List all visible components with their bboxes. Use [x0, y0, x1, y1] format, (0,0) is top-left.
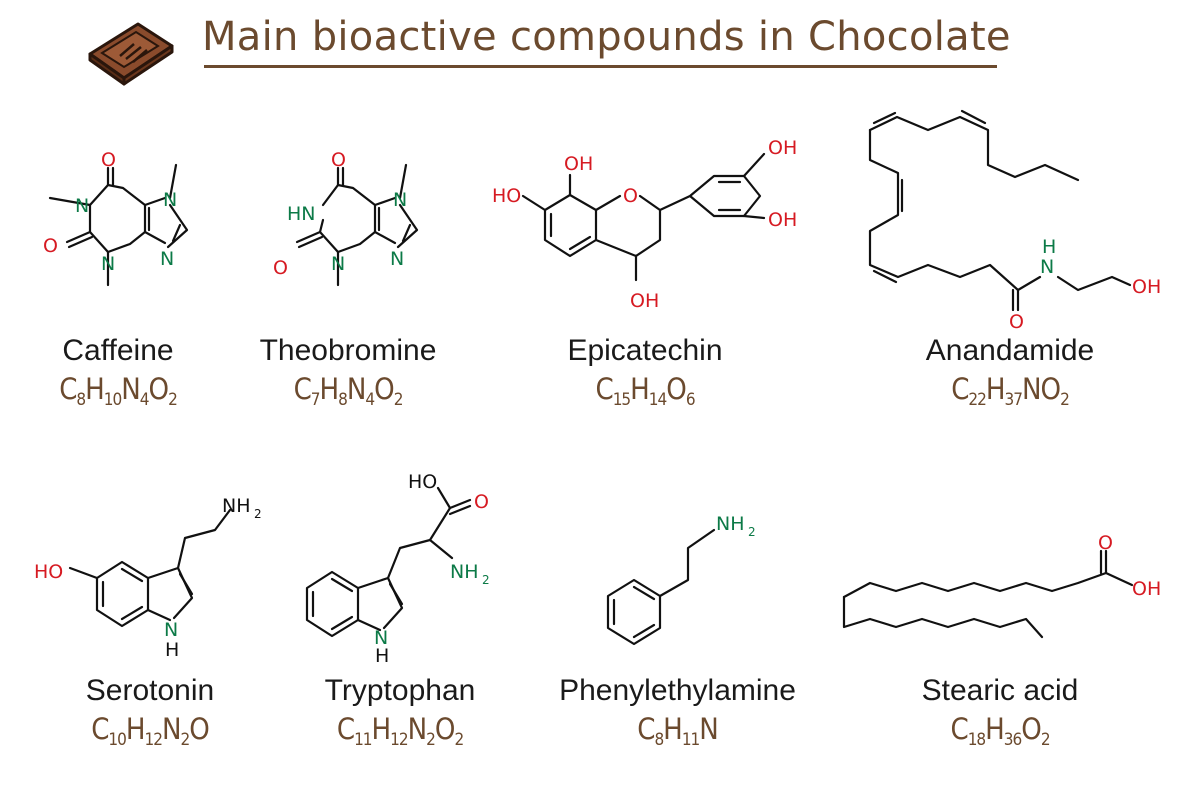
tryptophan-structure: HO O NH 2 N H	[305, 471, 490, 667]
caffeine-atom-n: N	[160, 248, 174, 270]
epicatechin-atom-oh: OH	[768, 209, 797, 231]
tryptophan-atom-h: H	[375, 645, 389, 667]
anandamide-structure: O H N OH	[868, 109, 1161, 333]
compound-formula: C11H12N2O2	[336, 712, 464, 750]
epicatechin-atom-oh: OH	[630, 290, 659, 312]
theobromine-atom-hn: HN	[287, 203, 316, 225]
tryptophan-atom-nh2-sub: 2	[482, 573, 490, 587]
anandamide-atom-o: O	[1009, 311, 1024, 333]
theobromine-atom-o: O	[331, 149, 346, 171]
caffeine-atom-n: N	[101, 253, 115, 275]
phenylethylamine-atom-nh2-sub: 2	[748, 525, 756, 539]
compound-name: Tryptophan	[324, 674, 476, 707]
epicatechin-atom-ho: HO	[492, 185, 521, 207]
header: Main bioactive compounds in Chocolate	[0, 0, 1200, 110]
compound-name: Theobromine	[259, 334, 437, 367]
caffeine-atom-n: N	[75, 195, 89, 217]
tryptophan-atom-o: O	[474, 491, 489, 513]
epicatechin-atom-oh: OH	[564, 153, 593, 175]
anandamide-atom-oh: OH	[1132, 276, 1161, 298]
theobromine-atom-n: N	[331, 253, 345, 275]
caffeine-atom-n: N	[163, 189, 177, 211]
theobromine-structure: O HN O N N N	[273, 149, 419, 287]
title-underline	[204, 65, 997, 68]
compound-formula: C8H10N4O2	[59, 372, 178, 410]
compound-name: Caffeine	[62, 334, 174, 367]
caffeine-atom-o: O	[43, 235, 58, 257]
serotonin-atom-h: H	[165, 639, 179, 661]
serotonin-atom-nh2-sub: 2	[254, 507, 262, 521]
page-title: Main bioactive compounds in Chocolate	[202, 14, 1011, 60]
serotonin-structure: HO NH 2 N H	[34, 495, 262, 661]
caffeine-structure: O N O N N N	[43, 149, 189, 287]
compound-name: Phenylethylamine	[559, 674, 796, 707]
chocolate-piece-icon	[88, 22, 174, 86]
compound-name: Epicatechin	[567, 334, 723, 367]
serotonin-atom-n: N	[164, 619, 178, 641]
phenylethylamine-structure: NH 2	[606, 513, 756, 646]
stearic-acid-atom-o: O	[1098, 532, 1113, 554]
stearic-acid-atom-oh: OH	[1132, 578, 1161, 600]
epicatechin-atom-oh: OH	[768, 137, 797, 159]
theobromine-atom-n: N	[393, 189, 407, 211]
serotonin-atom-ho: HO	[34, 561, 63, 583]
compound-name: Stearic acid	[921, 674, 1079, 707]
anandamide-atom-nh: H	[1042, 236, 1056, 258]
serotonin-atom-nh2: NH	[222, 495, 251, 517]
epicatechin-structure: OH HO O OH OH OH	[492, 137, 797, 312]
stearic-acid-structure: O OH	[842, 532, 1161, 639]
anandamide-atom-n: N	[1040, 256, 1054, 278]
epicatechin-atom-o: O	[623, 185, 638, 207]
tryptophan-atom-nh2: NH	[450, 561, 479, 583]
phenylethylamine-atom-nh2: NH	[716, 513, 745, 535]
theobromine-atom-n: N	[390, 248, 404, 270]
compound-formula: C8H11N	[637, 712, 719, 750]
compound-name: Anandamide	[925, 334, 1095, 367]
compound-formula: C7H8N4O2	[293, 372, 404, 410]
compound-formula: C15H14O6	[595, 372, 695, 410]
theobromine-atom-o: O	[273, 257, 288, 279]
tryptophan-atom-n: N	[374, 627, 388, 649]
compound-formula: C22H37NO2	[951, 372, 1070, 410]
compound-formula: C10H12N2O	[91, 712, 210, 750]
tryptophan-atom-ho: HO	[408, 471, 437, 493]
compound-name: Serotonin	[85, 674, 215, 707]
caffeine-atom-o: O	[101, 149, 116, 171]
compound-formula: C18H36O2	[950, 712, 1050, 750]
